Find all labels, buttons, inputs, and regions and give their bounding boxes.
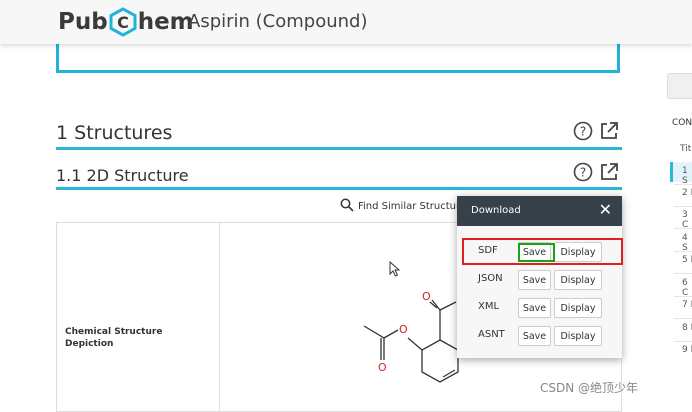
active-row-background [673,162,692,182]
toc-item[interactable]: 7 I [682,300,692,310]
display-button[interactable]: Display [554,242,602,262]
format-label: ASNT [478,329,505,340]
toc-divider [674,206,692,207]
toc-divider [674,296,692,297]
search-icon [340,198,354,215]
toc-divider [674,251,692,252]
section-structures-actions: ? [573,121,619,145]
save-button-highlight [518,243,555,262]
contents-heading: CON [672,118,692,128]
find-similar-structures-link[interactable]: Find Similar Structures [340,198,471,215]
active-indicator [670,162,673,182]
logo-hexagon-icon: C [109,7,137,37]
display-button[interactable]: Display [554,298,602,318]
sidebar-toggle-button[interactable] [667,73,692,99]
svg-text:O: O [422,290,431,303]
toc-item[interactable]: 8 I [682,323,692,333]
watermark: CSDN @绝顶少年 [540,381,639,395]
save-button[interactable]: Save [518,326,551,346]
toc-item[interactable]: 1 S [682,166,688,186]
toc-item[interactable]: 2 I [682,188,692,198]
format-label: XML [478,301,500,312]
toc-divider [674,184,692,185]
toc-divider [674,341,692,342]
download-row-sdf: SDF Save Display [457,240,622,264]
dialog-title: Download [471,205,521,216]
svg-text:?: ? [580,166,586,180]
section-structures-title: 1 Structures [56,122,173,144]
section-2d-actions: ? [573,162,619,186]
chemical-structure-depiction-label: Chemical Structure Depiction [65,327,163,349]
toc-item[interactable]: 3 C [682,210,689,230]
svg-text:O: O [378,361,387,374]
toc-item[interactable]: 4 S [682,233,688,253]
pubchem-logo[interactable]: Pub C hem [58,6,194,38]
save-button[interactable]: Save [518,270,551,290]
section-2d-structure-title: 1.1 2D Structure [56,166,189,185]
help-icon[interactable]: ? [573,162,593,186]
dialog-header: Download ✕ [457,196,622,226]
section-divider [56,187,622,190]
display-button[interactable]: Display [554,326,602,346]
display-button[interactable]: Display [554,270,602,290]
compound-title: Aspirin (Compound) [188,11,368,32]
toc-divider [674,273,692,274]
logo-letter: C [117,13,129,32]
external-link-icon[interactable] [599,162,619,186]
logo-text-pub: Pub [58,9,108,35]
toc-divider [674,318,692,319]
aspirin-structure-drawing: O O O [350,280,490,394]
section-divider [56,147,622,150]
close-icon[interactable]: ✕ [598,200,612,219]
download-dialog: Download ✕ SDF Save Display JSON Save Di… [457,196,622,358]
logo-text-hem: hem [137,9,194,35]
format-label: SDF [478,245,498,256]
mouse-cursor-icon [389,260,401,281]
panel-label-column: Chemical Structure Depiction [57,223,220,411]
download-row-asnt: ASNT Save Display [457,324,622,348]
toc-item[interactable]: 5 I [682,255,692,265]
format-label: JSON [478,273,503,284]
help-icon[interactable]: ? [573,121,593,145]
svg-text:?: ? [580,125,586,139]
find-similar-label: Find Similar Structures [358,201,472,212]
download-row-json: JSON Save Display [457,268,622,292]
external-link-icon[interactable] [599,121,619,145]
contents-title-row: Tit [680,144,692,154]
save-button[interactable]: Save [518,298,551,318]
download-row-xml: XML Save Display [457,296,622,320]
page-header: Pub C hem Aspirin (Compound) [0,0,692,44]
toc-item[interactable]: 6 C [682,278,689,298]
sdf-row-highlight [462,238,623,265]
toc-item[interactable]: 9 I [682,345,692,355]
svg-text:O: O [399,323,408,336]
toc-divider [674,228,692,229]
